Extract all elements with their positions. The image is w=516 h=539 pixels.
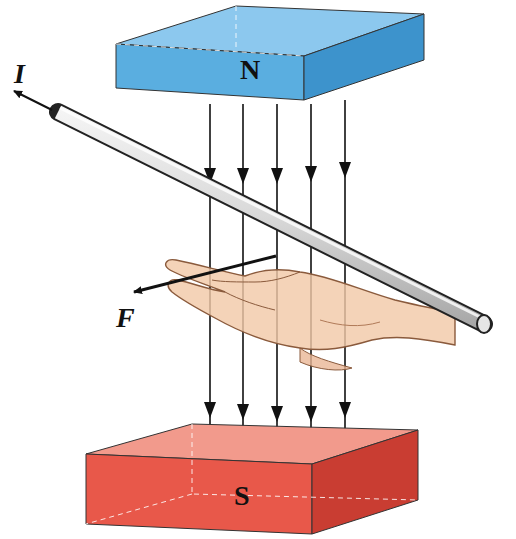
current-label: I: [14, 60, 25, 88]
pole-letter: S: [234, 482, 250, 510]
magnet-block: [86, 424, 420, 536]
pole-letter: N: [240, 56, 260, 84]
field-lines: [210, 100, 345, 432]
magnet-n-pole: N: [116, 4, 426, 104]
current-arrow: [14, 91, 52, 110]
force-label: F: [116, 304, 135, 332]
left-hand: [166, 260, 455, 370]
force-arrow: [134, 256, 276, 292]
conductor-rod: [58, 108, 491, 333]
magnet-block: [116, 4, 426, 104]
magnet-s-pole: S: [86, 424, 420, 536]
